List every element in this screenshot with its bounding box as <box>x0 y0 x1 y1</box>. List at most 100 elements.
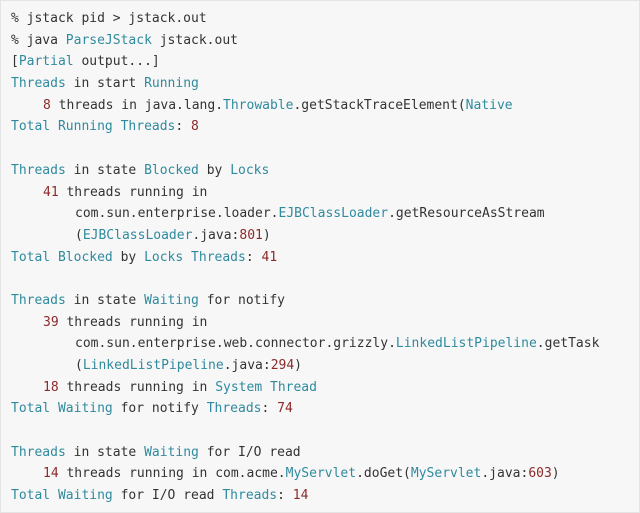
code-number: 14 <box>43 466 59 482</box>
code-text <box>262 380 270 395</box>
code-text: : <box>175 119 192 135</box>
code-line: 41 threads running in <box>11 182 639 204</box>
code-number: 41 <box>261 249 278 265</box>
code-identifier: Waiting <box>57 401 113 417</box>
code-text: com.sun.enterprise.loader. <box>75 206 279 222</box>
code-text: .getResourceAsStream <box>388 206 545 222</box>
code-identifier: Threads <box>222 488 278 504</box>
code-number: 74 <box>277 401 293 417</box>
code-text: by <box>198 162 231 178</box>
code-number: 18 <box>43 379 59 395</box>
code-line: Threads in state Waiting for I/O read <box>11 442 639 464</box>
code-text <box>50 401 58 416</box>
code-text: threads running in com.acme. <box>58 466 286 482</box>
code-text: : <box>245 249 262 265</box>
code-line: (LinkedListPipeline.java:294) <box>11 355 639 377</box>
code-identifier: LinkedListPipeline <box>82 358 224 373</box>
code-identifier: Locks <box>144 249 184 265</box>
code-blank-line <box>11 420 639 442</box>
code-text: com.sun.enterprise.web.connector.grizzly… <box>75 336 396 352</box>
code-text: in state <box>65 162 145 178</box>
code-text: in state <box>65 292 145 308</box>
code-identifier: LinkedListPipeline <box>395 336 537 352</box>
code-text: in state <box>65 444 145 460</box>
code-text: output...] <box>73 54 160 70</box>
code-text <box>50 488 58 503</box>
code-identifier: Blocked <box>57 249 113 265</box>
code-text: .java: <box>223 358 271 373</box>
code-number: 14 <box>292 488 309 504</box>
code-text: threads in java.lang. <box>50 97 224 113</box>
code-line: % jstack pid > jstack.out <box>11 8 639 30</box>
code-identifier: Waiting <box>144 292 199 308</box>
code-line: [Partial output...] <box>11 51 639 73</box>
code-text: ( <box>75 358 83 373</box>
code-text: threads running in <box>58 314 208 330</box>
code-identifier: Threads <box>11 444 66 460</box>
code-text: : <box>277 488 293 504</box>
code-number: 801 <box>239 227 263 243</box>
code-line: 18 threads running in System Thread <box>11 377 639 399</box>
code-number: 41 <box>43 184 59 200</box>
code-identifier: Running <box>144 76 199 92</box>
code-text: threads running in <box>58 184 208 200</box>
code-blank-line <box>11 268 639 290</box>
code-line: Total Waiting for notify Threads: 74 <box>11 398 639 420</box>
code-text: ( <box>75 227 83 243</box>
code-text <box>50 250 58 265</box>
code-text: .getTask <box>536 336 600 352</box>
code-identifier: System <box>215 379 263 395</box>
code-identifier: MyServlet <box>285 466 357 482</box>
code-identifier: Throwable <box>223 97 294 113</box>
code-identifier: Threads <box>11 76 66 92</box>
code-line: Threads in state Blocked by Locks <box>11 160 639 182</box>
code-text: ) <box>262 227 271 243</box>
code-identifier: Threads <box>11 292 66 308</box>
code-text <box>183 250 191 265</box>
code-text: .java: <box>481 466 529 482</box>
code-text: .getStackTraceElement( <box>293 97 466 113</box>
code-identifier: Threads <box>120 119 176 135</box>
code-text: for I/O read <box>198 444 301 460</box>
code-identifier: Total <box>11 249 51 265</box>
code-line: 14 threads running in com.acme.MyServlet… <box>11 463 639 485</box>
code-text: jstack.out <box>151 32 238 48</box>
code-text: in start <box>65 76 145 92</box>
code-identifier: Blocked <box>144 162 199 178</box>
code-identifier: Waiting <box>57 488 113 504</box>
code-line: Total Waiting for I/O read Threads: 14 <box>11 485 639 507</box>
code-text: by <box>112 249 145 265</box>
code-line: com.sun.enterprise.web.connector.grizzly… <box>11 333 639 355</box>
code-identifier: Threads <box>11 162 66 178</box>
code-line: com.sun.enterprise.loader.EJBClassLoader… <box>11 203 639 225</box>
code-text: [ <box>11 54 19 70</box>
code-identifier: Threads <box>206 401 262 417</box>
code-text: : <box>261 401 278 417</box>
code-text: .java: <box>192 227 240 243</box>
code-identifier: Total <box>11 401 51 417</box>
code-number: 8 <box>191 119 199 135</box>
code-text: for I/O read <box>112 488 223 504</box>
code-text: % java <box>11 32 66 48</box>
code-identifier: Total <box>11 119 51 135</box>
code-identifier: Total <box>11 488 51 504</box>
code-line: (EJBClassLoader.java:801) <box>11 225 639 247</box>
code-text: for notify <box>112 401 207 417</box>
code-text: .doGet( <box>356 466 411 482</box>
code-line: 8 threads in java.lang.Throwable.getStac… <box>11 95 639 117</box>
code-number: 603 <box>528 466 552 482</box>
code-line: % java ParseJStack jstack.out <box>11 30 639 52</box>
code-identifier: Running <box>57 119 113 135</box>
code-text <box>113 119 121 134</box>
code-number: 39 <box>43 314 59 330</box>
code-text: % jstack pid > jstack.out <box>11 11 207 26</box>
code-line: Total Blocked by Locks Threads: 41 <box>11 247 639 269</box>
code-line: Threads in state Waiting for notify <box>11 290 639 312</box>
code-text <box>50 119 58 134</box>
code-line: Threads in start Running <box>11 73 639 95</box>
code-line: 39 threads running in <box>11 312 639 334</box>
code-number: 294 <box>270 358 295 373</box>
code-identifier: ParseJStack <box>65 32 152 48</box>
code-identifier: Native <box>465 97 513 113</box>
